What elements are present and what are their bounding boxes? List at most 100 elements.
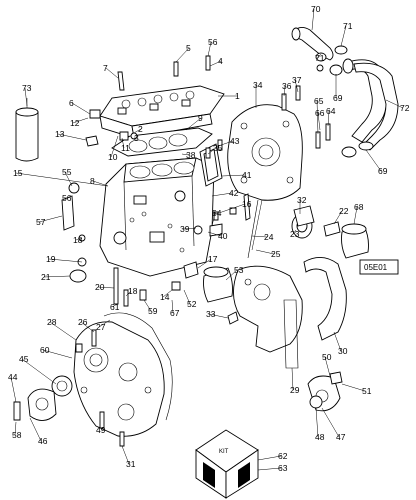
callout-leader xyxy=(131,128,142,135)
dipstick-24 xyxy=(247,199,259,259)
upper-hose xyxy=(291,27,334,61)
callout-number: 68 xyxy=(354,202,364,212)
callout-leader xyxy=(181,153,190,156)
callout-number: 1 xyxy=(235,91,240,101)
bracket-48-47 xyxy=(307,375,341,412)
callout-number: 57 xyxy=(36,217,46,227)
callout-number: 42 xyxy=(229,188,239,198)
callout-leader xyxy=(333,210,343,225)
callout-number: 55 xyxy=(62,167,72,177)
callout-number: 3 xyxy=(134,133,139,143)
callout-number: 45 xyxy=(19,354,29,364)
callout-number: 33 xyxy=(206,309,216,319)
callout-leader xyxy=(321,407,340,438)
callout-number: 51 xyxy=(362,386,372,396)
callout-number: 10 xyxy=(108,152,118,162)
callout-leader xyxy=(225,269,238,281)
callout-leader xyxy=(317,112,321,131)
callout-leader xyxy=(49,321,77,341)
callout-number: 71 xyxy=(315,53,325,63)
callout-leader xyxy=(183,289,191,305)
callout-leader xyxy=(92,180,109,187)
callout-number: 69 xyxy=(378,166,388,176)
callout-leader xyxy=(217,140,234,147)
callout-leader xyxy=(162,289,173,298)
filter-53 xyxy=(203,266,233,303)
callout-leader xyxy=(311,8,315,31)
callout-number: 37 xyxy=(292,75,302,85)
callout-number: 29 xyxy=(290,385,300,395)
engine-block xyxy=(99,157,215,277)
callout-number: 31 xyxy=(126,459,136,469)
callout-number: 41 xyxy=(242,170,252,180)
callout-number: 62 xyxy=(278,451,288,461)
callout-leader xyxy=(171,299,174,314)
callout-number: 67 xyxy=(170,308,180,318)
callout-leader xyxy=(98,425,101,431)
callout-number: 49 xyxy=(96,425,106,435)
front-plate xyxy=(233,265,303,353)
callout-number: 35 xyxy=(213,143,223,153)
callout-number: 63 xyxy=(278,463,288,473)
callout-number: 64 xyxy=(326,106,336,116)
callout-number: 17 xyxy=(208,254,218,264)
callout-leader xyxy=(283,85,286,97)
callout-number: 13 xyxy=(55,129,65,139)
timing-cover xyxy=(73,321,165,437)
callout-number: 30 xyxy=(338,346,348,356)
callout-number: 12 xyxy=(70,118,80,128)
callout-number: 2 xyxy=(138,124,143,134)
callout-leader xyxy=(15,172,109,187)
callout-number: 5 xyxy=(186,43,191,53)
lower-hoses-72 xyxy=(342,58,399,151)
callout-leader xyxy=(98,319,111,328)
callout-number: 24 xyxy=(264,232,274,242)
callout-number: 27 xyxy=(96,322,106,332)
callout-leader xyxy=(221,174,246,177)
rear-plate-34 xyxy=(227,104,303,201)
callout-number: 69 xyxy=(333,93,343,103)
callout-number: 71 xyxy=(343,21,353,31)
kit-box-label: KIT xyxy=(219,449,229,455)
callout-leader xyxy=(105,67,119,79)
callout-leader xyxy=(215,203,246,215)
callout-leader xyxy=(48,258,83,263)
callout-leader xyxy=(257,455,282,461)
callout-number: 58 xyxy=(12,430,22,440)
callout-number: 16 xyxy=(242,199,252,209)
callout-number: 50 xyxy=(322,352,332,362)
callout-number: 6 xyxy=(69,98,74,108)
callout-leader xyxy=(315,407,319,438)
callout-number: 66 xyxy=(315,108,325,118)
callout-leader xyxy=(24,87,28,107)
callout-leader xyxy=(112,303,117,308)
callout-leader xyxy=(197,258,212,269)
callout-number: 56 xyxy=(62,193,72,203)
callout-number: 48 xyxy=(315,432,325,442)
callout-leader xyxy=(207,147,217,155)
callout-number: 34 xyxy=(253,80,263,90)
callout-leader xyxy=(185,117,202,131)
callout-leader xyxy=(255,249,275,255)
callout-leader xyxy=(121,445,130,465)
callout-number: 38 xyxy=(186,150,196,160)
callout-leader xyxy=(291,367,294,391)
callout-leader xyxy=(294,79,299,93)
reference-box: 05E01 xyxy=(359,259,399,275)
pump-adapter-22 xyxy=(323,221,341,237)
callout-number: 18 xyxy=(73,235,83,245)
seal-46 xyxy=(27,388,57,421)
callout-number: 7 xyxy=(103,63,108,73)
callout-number: 72 xyxy=(400,103,410,113)
callout-leader xyxy=(57,133,87,141)
callout-number: 46 xyxy=(38,436,48,446)
callout-leader xyxy=(29,417,42,442)
callout-number: 19 xyxy=(46,254,56,264)
callout-leader xyxy=(14,421,17,436)
callout-number: 52 xyxy=(187,299,197,309)
callout-number: 11 xyxy=(121,143,130,153)
reference-box-label: 05E01 xyxy=(364,263,388,272)
callout-number: 73 xyxy=(22,83,32,93)
